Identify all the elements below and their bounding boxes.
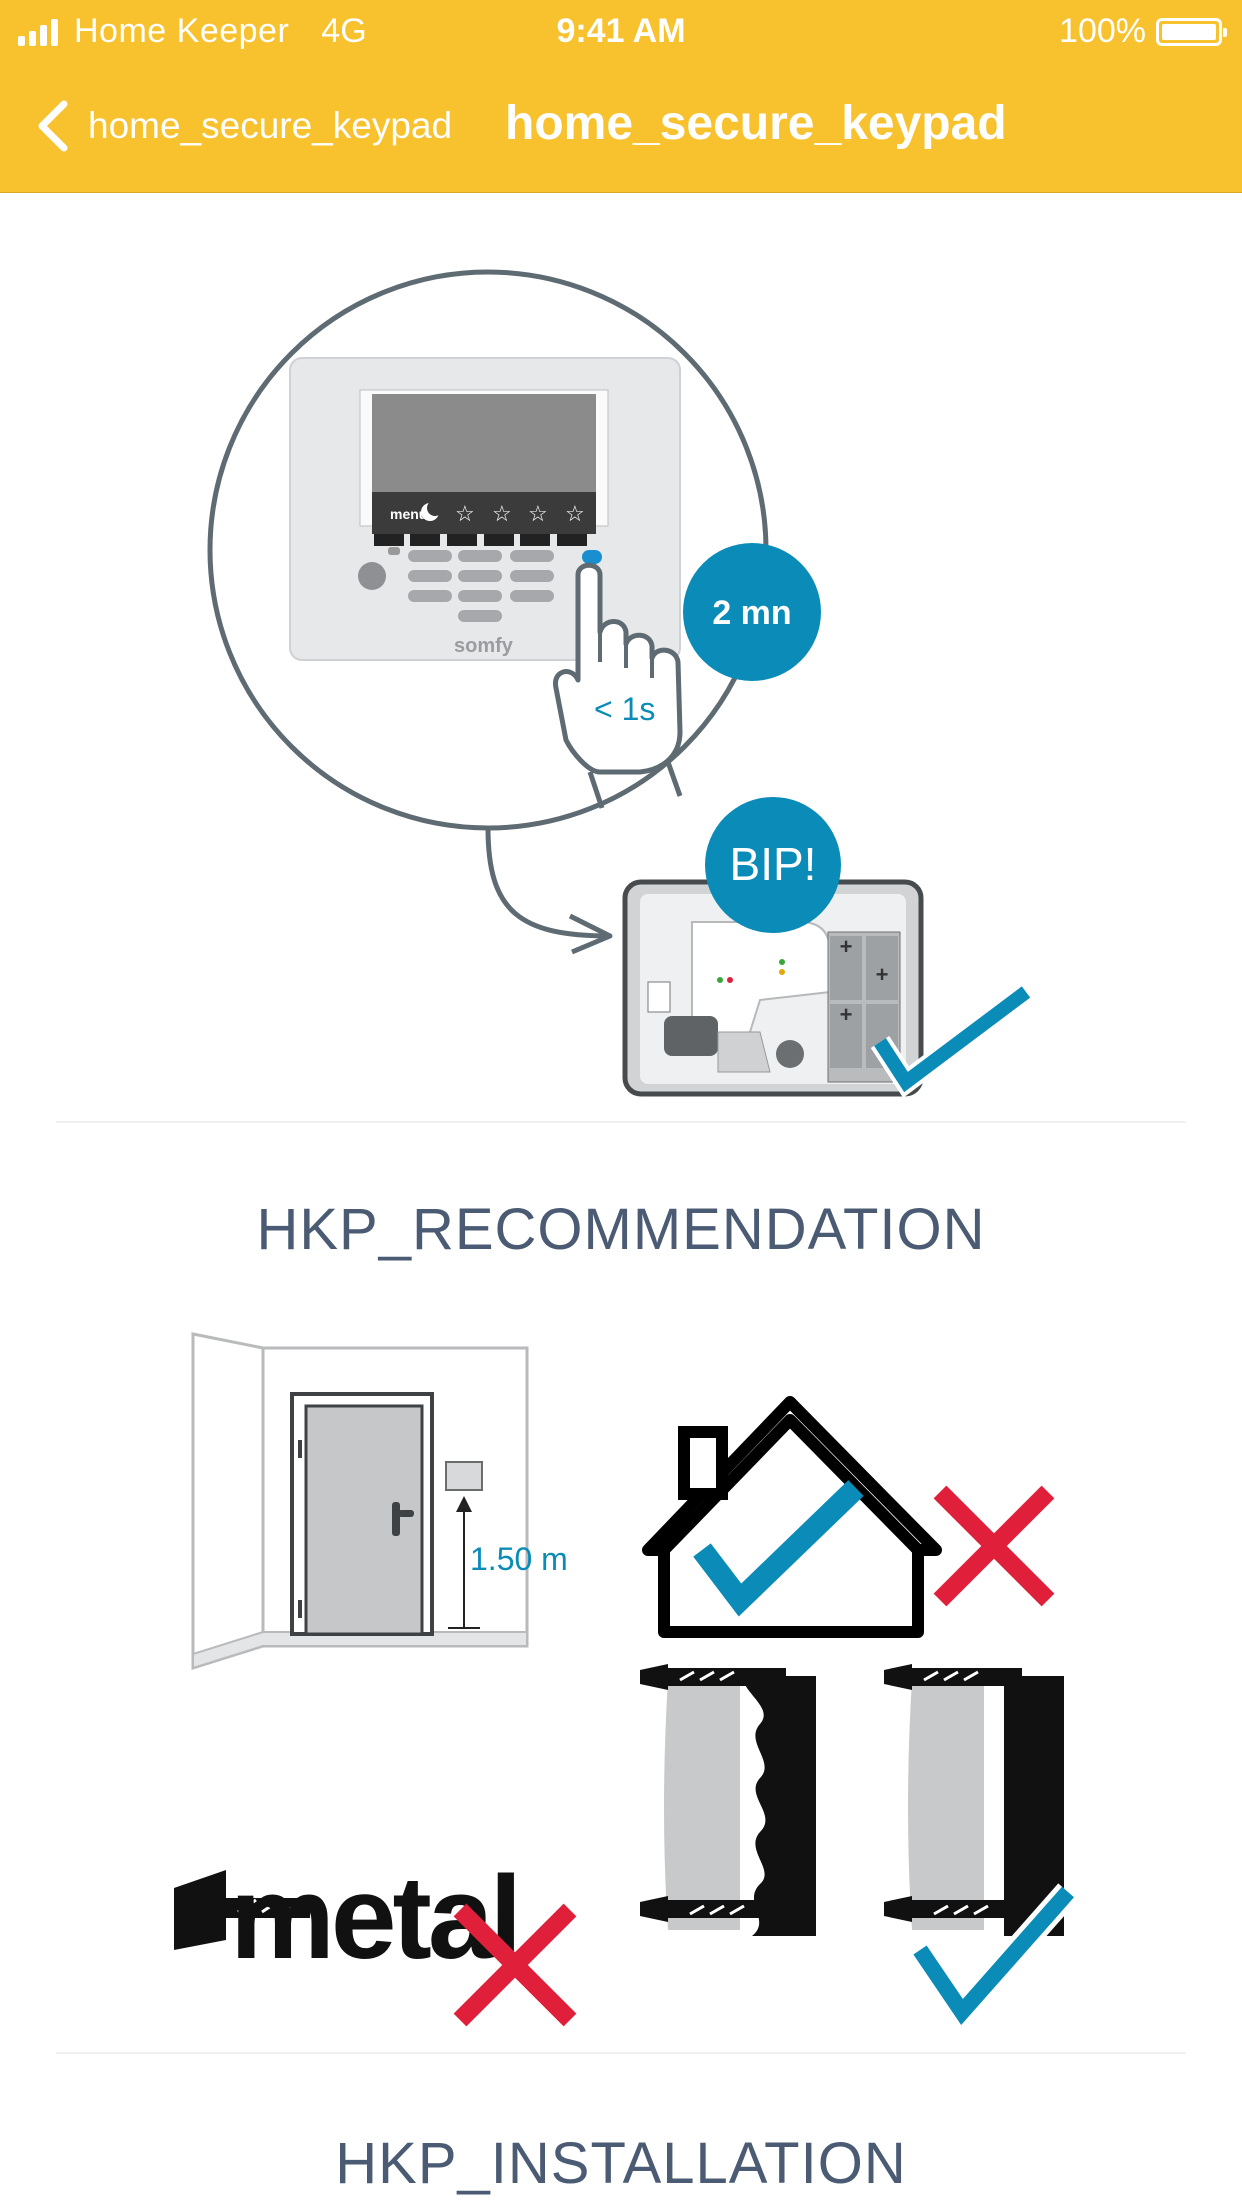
room-door-illustration (191, 1332, 529, 1671)
chevron-left-icon (38, 100, 68, 152)
star-icon: ☆ (565, 501, 585, 526)
back-button-label: home_secure_keypad (88, 105, 453, 146)
timer-badge (683, 543, 821, 681)
arrow-connector (485, 827, 611, 939)
pair-key (582, 550, 602, 564)
svg-text:+: + (840, 934, 853, 959)
section-divider (56, 2052, 1186, 2054)
press-duration-label: < 1s (594, 691, 655, 727)
keypad-pairing-illustration: menu ☆ ☆ ☆ ☆ somfy < 1s 2 mn + + + BIP! (207, 269, 1033, 1098)
metal-cross-icon (453, 1903, 577, 2027)
keypad-menu-label: menu (390, 506, 427, 522)
carrier-name: Home Keeper (74, 12, 290, 50)
battery-percent: 100% (1059, 12, 1146, 50)
height-label: 1.50 m (470, 1541, 568, 1577)
indoor-house-icon (642, 1396, 942, 1638)
status-time: 9:41 AM (556, 12, 686, 50)
keypad-screen (372, 394, 596, 502)
svg-text:+: + (876, 962, 889, 987)
beep-badge (705, 797, 841, 933)
beep-badge-label: BIP! (730, 838, 817, 890)
network-type: 4G (321, 12, 367, 50)
metal-screw-icon: metal (174, 1852, 522, 1984)
keypad-small-icon (445, 1461, 483, 1491)
recommendation-heading: HKP_RECOMMENDATION (256, 1197, 986, 1262)
hand-icon (553, 562, 683, 775)
app-header: Home Keeper 4G 9:41 AM 100% home_secure_… (0, 0, 1242, 193)
uneven-wall-icon (640, 1664, 816, 1936)
timer-badge-label: 2 mn (712, 594, 791, 632)
section-divider (56, 1121, 1186, 1123)
star-icon: ☆ (455, 501, 475, 526)
outdoor-cross-icon (933, 1485, 1055, 1607)
star-icon: ☆ (528, 501, 548, 526)
flat-wall-check-icon (913, 1886, 1074, 2026)
keypad-brand-logo: somfy (454, 635, 514, 657)
flat-wall-icon (884, 1664, 1064, 1936)
signal-icon (18, 18, 58, 46)
battery-icon (1156, 17, 1227, 46)
mounting-recommendations-illustration: 1.50 m metal (174, 1332, 1078, 2034)
installation-heading: HKP_INSTALLATION (335, 2131, 907, 2196)
back-button[interactable]: home_secure_keypad (30, 96, 452, 156)
indoor-check-icon (693, 1480, 864, 1617)
svg-text:+: + (840, 1002, 853, 1027)
status-bar: Home Keeper 4G 9:41 AM 100% (0, 10, 1242, 54)
star-icon: ☆ (492, 501, 512, 526)
navigation-bar: home_secure_keypad home_secure_keypad (0, 90, 1242, 170)
page-title: home_secure_keypad (505, 97, 1007, 150)
